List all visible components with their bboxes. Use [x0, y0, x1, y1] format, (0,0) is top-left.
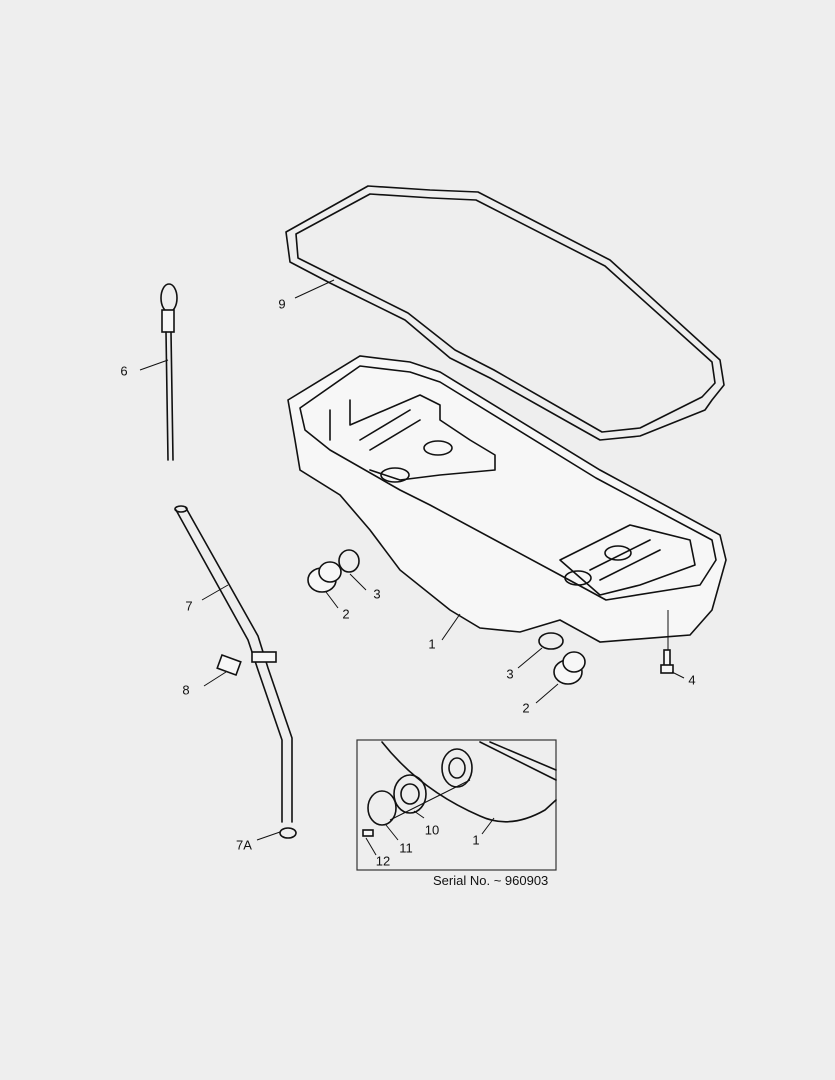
callout-2-left: 2	[342, 606, 350, 622]
drain-plug-left	[307, 561, 342, 593]
callout-3-left: 3	[373, 586, 381, 602]
callout-1-inset: 1	[472, 832, 480, 848]
drain-plug-right	[553, 651, 586, 685]
callout-3-right: 3	[506, 666, 514, 682]
callout-7: 7	[185, 598, 193, 614]
callout-10: 10	[424, 822, 440, 838]
inset-box	[356, 739, 557, 871]
serial-note: Serial No. ~ 960903	[433, 873, 549, 888]
callout-2-right: 2	[522, 700, 530, 716]
oil-pan-gasket	[285, 185, 725, 441]
bolt	[660, 649, 674, 674]
o-ring-right	[538, 632, 564, 650]
callout-9: 9	[278, 296, 286, 312]
callout-6: 6	[120, 363, 128, 379]
dipstick-tube	[174, 505, 297, 839]
oil-pan	[287, 355, 727, 643]
callout-11: 11	[399, 840, 413, 856]
dipstick	[160, 283, 178, 461]
callout-1: 1	[428, 636, 436, 652]
callout-12: 12	[375, 853, 391, 869]
callout-8: 8	[182, 682, 190, 698]
callout-4: 4	[688, 672, 696, 688]
sleeve	[216, 653, 242, 677]
callout-7a: 7A	[236, 837, 252, 853]
o-ring-left	[338, 549, 360, 573]
leader-lines	[139, 279, 685, 841]
